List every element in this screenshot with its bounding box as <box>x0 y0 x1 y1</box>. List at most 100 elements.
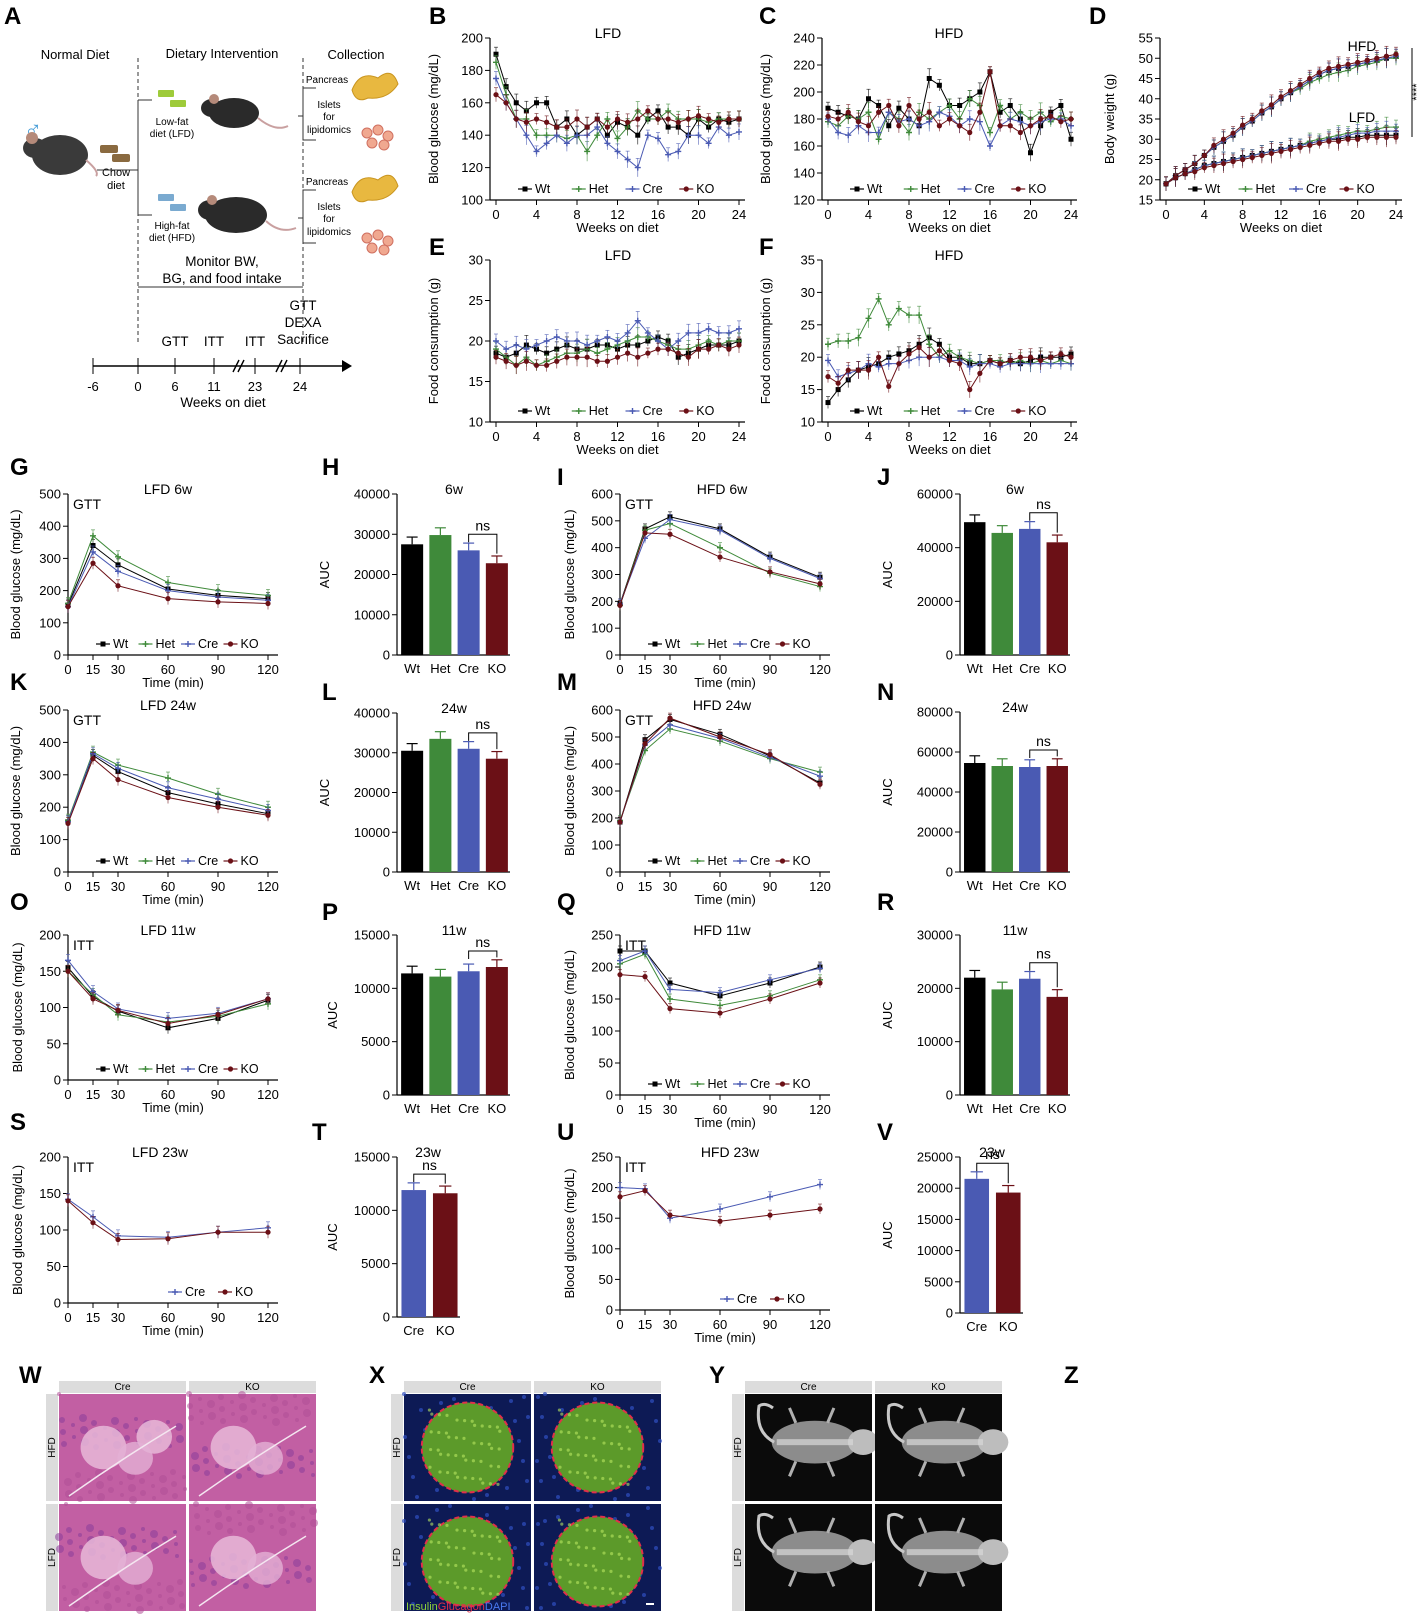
chart-title: 24w <box>441 700 468 716</box>
data-point <box>1297 144 1303 150</box>
x-tick-label: 24 <box>1389 207 1403 222</box>
bar-ko <box>995 1192 1021 1313</box>
series-line <box>67 551 269 607</box>
column-header-bar <box>875 1381 1002 1393</box>
y-tick-label: 20 <box>469 334 483 349</box>
data-point <box>706 346 712 352</box>
y-tick-label: 200 <box>461 31 483 46</box>
timeline-tick-label: 11 <box>207 379 221 394</box>
data-point <box>1326 138 1332 144</box>
data-point <box>115 562 121 568</box>
data-point <box>1383 134 1390 140</box>
data-point <box>655 346 661 352</box>
data-point <box>165 1020 171 1027</box>
x-tick-label: 24 <box>732 429 746 444</box>
series-ko-lfd <box>1163 126 1399 191</box>
legend-entry-cre: Cre <box>198 637 218 651</box>
chart-title: HFD 24w <box>693 697 752 713</box>
data-point <box>554 346 560 352</box>
column-header-bar <box>534 1381 661 1393</box>
x-tick-label: 30 <box>111 1310 125 1325</box>
x-tick-label: 12 <box>610 429 624 444</box>
data-point <box>926 76 932 81</box>
micrograph-lfd-ko <box>534 1504 662 1611</box>
bar-het <box>991 989 1013 1095</box>
data-point <box>645 350 651 356</box>
data-point <box>845 132 852 139</box>
data-point <box>987 357 993 364</box>
data-point <box>1048 113 1054 119</box>
chow-label: Chow <box>102 167 130 179</box>
data-point <box>165 596 171 602</box>
data-point <box>604 124 610 130</box>
data-point <box>946 116 953 122</box>
y-tick-label: 15000 <box>354 1150 390 1165</box>
data-point <box>522 408 528 414</box>
data-point <box>533 132 540 139</box>
x-tick-label: 8 <box>1239 207 1246 222</box>
legend-entry-wt: Wt <box>113 637 129 651</box>
y-axis-label: Blood glucose (mg/dL) <box>758 54 773 184</box>
bar-cre <box>401 1190 427 1317</box>
timeline-event-label: Sacrifice <box>277 332 329 347</box>
x-tick-label: 4 <box>533 207 540 222</box>
significance-bracket <box>1029 512 1058 533</box>
series-line <box>619 1184 821 1219</box>
x-tick-label: 15 <box>86 1310 100 1325</box>
chart-title: 23w <box>979 1144 1006 1160</box>
y-tick-label: 500 <box>39 487 61 502</box>
data-point <box>885 360 892 367</box>
data-point <box>115 1007 121 1014</box>
chart-title: 23w <box>415 1144 442 1160</box>
data-point <box>1242 186 1249 192</box>
y-tick-label: 180 <box>461 63 483 78</box>
data-point <box>825 113 831 119</box>
y-tick-label: 10000 <box>354 1203 390 1218</box>
data-point <box>493 59 499 66</box>
x-tick-label: 90 <box>211 1310 225 1325</box>
data-point <box>265 600 271 607</box>
series-wt <box>617 714 823 828</box>
y-axis-label: Blood glucose (mg/dL) <box>562 509 577 639</box>
data-point <box>533 116 540 122</box>
data-point <box>667 531 673 537</box>
panel-letter-l: L <box>322 679 337 706</box>
y-tick-label: 150 <box>39 1186 61 1201</box>
data-point <box>503 358 509 364</box>
x-tick-label: 16 <box>983 429 997 444</box>
x-axis-label: Weeks on diet <box>908 220 991 235</box>
significance-bracket <box>468 950 498 959</box>
x-tick-label: 15 <box>86 879 100 894</box>
data-point <box>165 775 171 782</box>
data-point <box>987 143 993 149</box>
legend-entry-wt: Wt <box>1205 182 1221 196</box>
significance-label: ns <box>475 517 490 533</box>
data-point <box>1068 354 1074 360</box>
data-point <box>961 186 968 192</box>
timeline-tick-label: 6 <box>171 379 178 394</box>
legend-entry-cre: Cre <box>750 854 770 868</box>
y-tick-label: 15 <box>801 382 815 397</box>
column-label-ko: KO <box>245 1382 260 1393</box>
x-category-label: Het <box>430 878 451 893</box>
series-ko <box>65 556 271 613</box>
series-ko <box>617 527 823 611</box>
y-tick-label: 30 <box>801 285 815 300</box>
y-tick-label: 600 <box>591 487 613 502</box>
x-tick-label: 0 <box>1162 207 1169 222</box>
x-tick-label: 120 <box>257 879 279 894</box>
data-point <box>817 965 823 972</box>
x-tick-label: 0 <box>824 207 831 222</box>
data-point <box>90 543 96 549</box>
data-point <box>1038 357 1044 364</box>
assay-label: GTT <box>73 712 101 728</box>
data-point <box>675 119 681 125</box>
islet <box>550 1401 645 1494</box>
data-point <box>885 321 892 328</box>
legend-entry-het: Het <box>589 404 609 418</box>
data-point <box>142 858 149 864</box>
assay-label: GTT <box>625 496 653 512</box>
